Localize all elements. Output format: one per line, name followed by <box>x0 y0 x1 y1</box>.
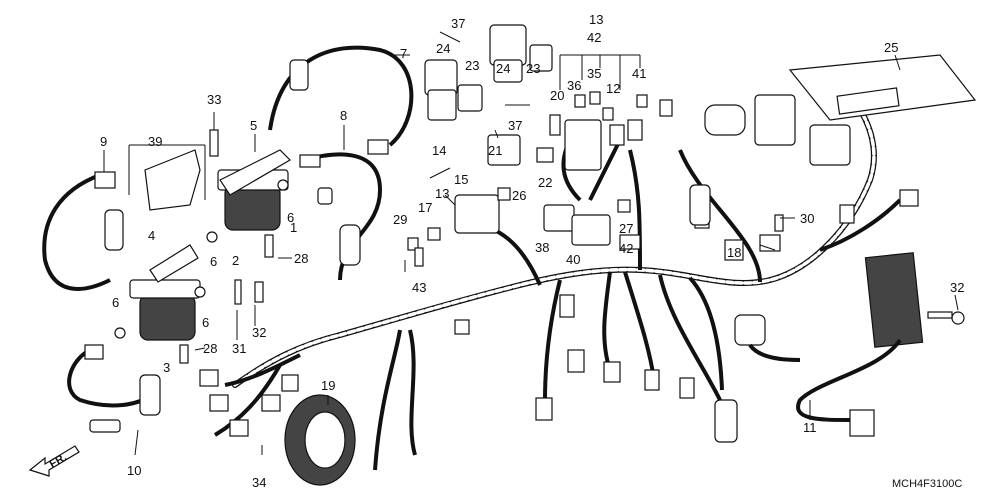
callout-20: 20 <box>550 88 564 103</box>
callout-38: 38 <box>535 240 549 255</box>
callout-22: 22 <box>538 175 552 190</box>
front-direction-arrow: FR. <box>28 445 80 477</box>
callout-8: 8 <box>340 108 347 123</box>
callout-32-a: 32 <box>252 325 266 340</box>
callout-23-a: 23 <box>465 58 479 73</box>
leader-lines <box>103 31 959 456</box>
callout-28-b: 28 <box>203 341 217 356</box>
callout-41: 41 <box>632 66 646 81</box>
callout-6-d: 6 <box>202 315 209 330</box>
callout-7: 7 <box>400 46 407 61</box>
ignition-components <box>42 45 414 433</box>
callout-40: 40 <box>566 252 580 267</box>
callout-24-b: 24 <box>496 61 510 76</box>
callout-11: 11 <box>803 420 817 435</box>
callout-14: 14 <box>432 143 446 158</box>
callout-43: 43 <box>412 280 426 295</box>
callout-13-b: 13 <box>435 186 449 201</box>
callout-25: 25 <box>884 40 898 55</box>
callout-2: 2 <box>232 253 239 268</box>
callout-28-a: 28 <box>294 251 308 266</box>
main-wire-harness <box>213 92 902 471</box>
callout-36: 36 <box>567 78 581 93</box>
callout-42-b: 42 <box>619 241 633 256</box>
callout-6-c: 6 <box>112 295 119 310</box>
callout-4: 4 <box>148 228 155 243</box>
callout-35: 35 <box>587 66 601 81</box>
callout-34: 34 <box>252 475 266 490</box>
callout-39: 39 <box>148 134 162 149</box>
relay-components <box>407 24 648 267</box>
callout-23-b: 23 <box>526 61 540 76</box>
callout-1: 1 <box>290 220 297 235</box>
callout-21: 21 <box>488 143 502 158</box>
diagram-code: MCH4F3100C <box>892 478 962 490</box>
callout-37-b: 37 <box>508 118 522 133</box>
callout-31: 31 <box>232 341 246 356</box>
callout-13-a: 13 <box>589 12 603 27</box>
callout-9: 9 <box>100 134 107 149</box>
callout-26: 26 <box>512 188 526 203</box>
callout-29: 29 <box>393 212 407 227</box>
callout-6-a: 6 <box>287 210 294 225</box>
callout-42-a: 42 <box>587 30 601 45</box>
callout-19: 19 <box>321 378 335 393</box>
callout-3: 3 <box>163 360 170 375</box>
callout-27: 27 <box>619 221 633 236</box>
callout-numbers: 1 2 3 4 5 6 6 6 6 7 8 9 10 11 12 13 13 1… <box>100 12 964 490</box>
callout-18: 18 <box>727 245 741 260</box>
callout-12: 12 <box>606 81 620 96</box>
callout-6-b: 6 <box>210 254 217 269</box>
callout-30: 30 <box>800 211 814 226</box>
callout-10: 10 <box>127 463 141 478</box>
callout-37-a: 37 <box>451 16 465 31</box>
callout-5: 5 <box>250 118 257 133</box>
callout-33: 33 <box>207 92 221 107</box>
callout-17: 17 <box>418 200 432 215</box>
callout-15: 15 <box>454 172 468 187</box>
right-components <box>284 54 977 486</box>
callout-24-a: 24 <box>436 41 450 56</box>
callout-32-b: 32 <box>950 280 964 295</box>
